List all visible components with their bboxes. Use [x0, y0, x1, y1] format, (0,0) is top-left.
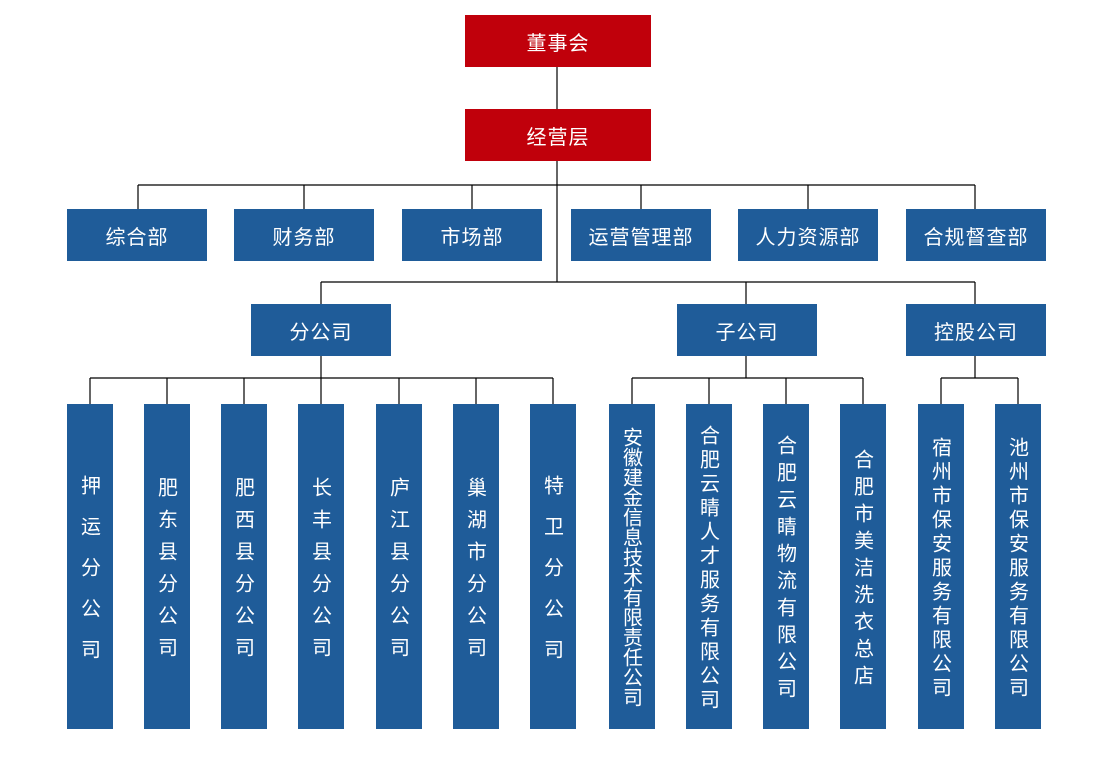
- node-branch-lujiang: 庐江县分公司: [376, 404, 422, 729]
- node-branch-feixi: 肥西县分公司: [221, 404, 267, 729]
- node-subsidiary-talent: 合肥云睛人才服务有限公司: [686, 404, 732, 729]
- node-subsidiary-jianjin: 安徽建金信息技术有限责任公司: [609, 404, 655, 729]
- node-group-holding: 控股公司: [906, 304, 1046, 356]
- node-management: 经营层: [465, 109, 651, 161]
- node-branch-guard: 特卫分公司: [530, 404, 576, 729]
- node-subsidiary-laundry: 合肥市美洁洗衣总店: [840, 404, 886, 729]
- node-holding-suzhou: 宿州市保安服务有限公司: [918, 404, 964, 729]
- node-branch-changfeng: 长丰县分公司: [298, 404, 344, 729]
- node-board: 董事会: [465, 15, 651, 67]
- node-dept-market: 市场部: [402, 209, 542, 261]
- node-group-subsidiary: 子公司: [677, 304, 817, 356]
- node-dept-operations: 运营管理部: [571, 209, 711, 261]
- node-holding-chizhou: 池州市保安服务有限公司: [995, 404, 1041, 729]
- node-branch-chaohu: 巢湖市分公司: [453, 404, 499, 729]
- node-subsidiary-logistics: 合肥云睛物流有限公司: [763, 404, 809, 729]
- node-dept-hr: 人力资源部: [738, 209, 878, 261]
- node-group-branch: 分公司: [251, 304, 391, 356]
- node-dept-general: 综合部: [67, 209, 207, 261]
- node-branch-escort: 押运分公司: [67, 404, 113, 729]
- node-dept-finance: 财务部: [234, 209, 374, 261]
- node-branch-feidong: 肥东县分公司: [144, 404, 190, 729]
- node-dept-compliance: 合规督查部: [906, 209, 1046, 261]
